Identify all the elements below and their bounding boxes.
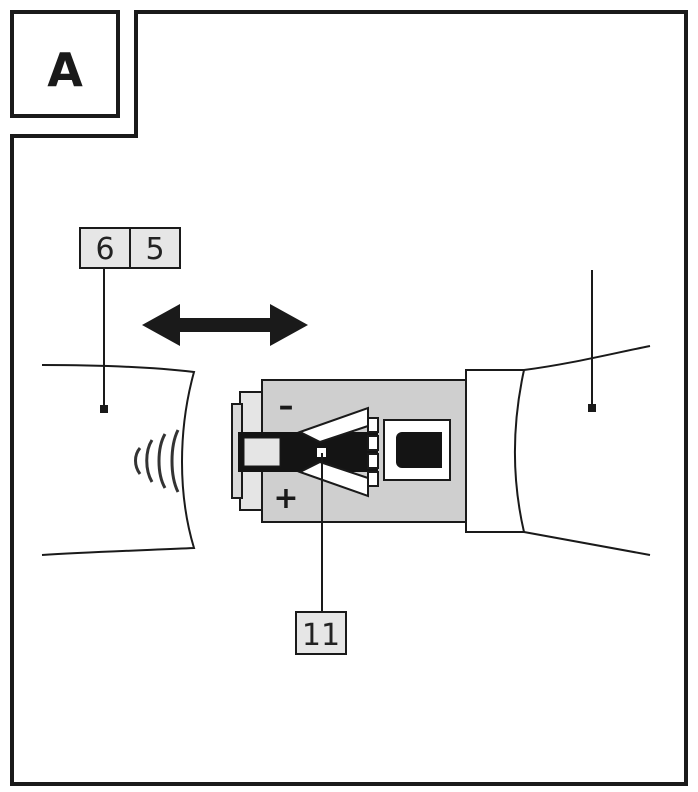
callout-box-6 xyxy=(79,227,131,269)
panel-label-box: A xyxy=(10,10,120,118)
battery: – + xyxy=(231,379,469,523)
callout-box-5 xyxy=(129,227,181,269)
callout-label-6: 6 xyxy=(95,232,114,267)
coupling-ring xyxy=(465,369,526,533)
right-handle xyxy=(523,270,651,556)
callout-box-11 xyxy=(295,611,347,655)
callout-6-5: 6 5 xyxy=(79,227,181,408)
callout-11: 11 xyxy=(295,453,347,655)
panel-label: A xyxy=(47,43,83,97)
minus-mark: – xyxy=(279,389,294,424)
outer-frame xyxy=(10,10,688,786)
plus-mark: + xyxy=(273,481,298,516)
callout-label-11: 11 xyxy=(302,618,340,653)
callout-label-5: 5 xyxy=(145,232,164,267)
left-handle xyxy=(41,364,196,556)
double-arrow xyxy=(142,304,308,346)
